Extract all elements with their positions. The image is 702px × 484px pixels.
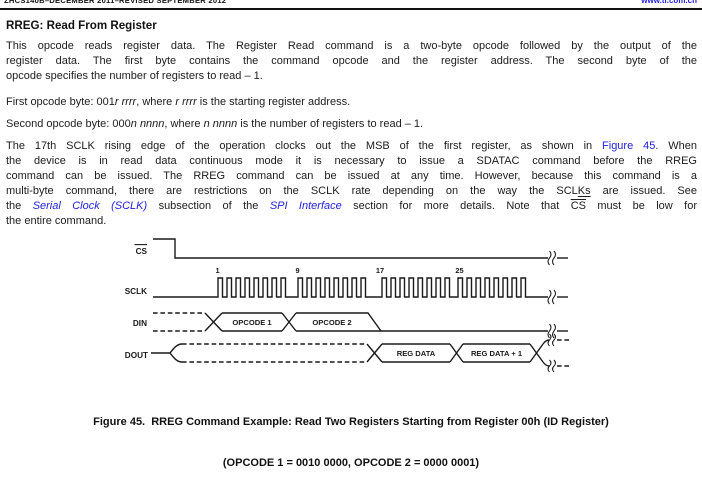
underlined-run: Ks xyxy=(577,185,591,197)
text-line: This opcode reads register data. The Reg… xyxy=(6,40,697,52)
italic-run: r rrrr xyxy=(175,96,197,108)
cs-signal-label: CS xyxy=(136,247,148,256)
text-line: The 17th SCLK rising edge of the operati… xyxy=(6,139,697,154)
text-run: First opcode byte: 001 xyxy=(6,96,115,108)
figure-caption-line1: Figure 45. RREG Command Example: Read Tw… xyxy=(93,416,609,428)
italic-run: n nnnn xyxy=(130,118,165,130)
break-symbol-din xyxy=(547,323,557,339)
text-run: must be low for xyxy=(585,200,697,212)
break-symbol-dout-top xyxy=(547,333,557,347)
clock-number-17: 17 xyxy=(376,266,384,275)
serial-clock-link[interactable]: Serial Clock (SCLK) xyxy=(32,200,148,212)
text-run: subsection of the xyxy=(147,200,270,212)
timing-diagram-svg: CS SCLK DIN DOUT 1 9 17 25 OPCODE 1 OPCO… xyxy=(125,238,570,373)
dout-regdata-text: REG DATA xyxy=(397,349,436,358)
cs-overline-run: CS xyxy=(570,200,586,212)
timing-diagram: CS SCLK DIN DOUT 1 9 17 25 OPCODE 1 OPCO… xyxy=(0,236,702,376)
text-line: opcode specifies the number of registers… xyxy=(6,70,263,82)
cs-waveform xyxy=(153,238,548,259)
din-highz-dashed xyxy=(153,312,205,332)
text-run: section for more details. Note that xyxy=(341,200,571,212)
text-run: The 17th SCLK rising edge of the operati… xyxy=(6,140,603,152)
sclk-waveform xyxy=(153,277,548,298)
break-symbol-dout-bottom xyxy=(547,359,557,373)
text-line: multi-byte command, there are restrictio… xyxy=(6,184,697,199)
italic-run: r rrrr xyxy=(114,96,137,108)
dout-transition-x1 xyxy=(366,343,383,363)
document-id: ZHCS140B–DECEMBER 2011–REVISED SEPTEMBER… xyxy=(4,0,227,5)
paragraph-sclk-details: The 17th SCLK rising edge of the operati… xyxy=(6,139,697,229)
din-transition-x1 xyxy=(204,312,223,332)
text-run: , where xyxy=(136,96,176,108)
text-run: are issued. See xyxy=(590,185,697,197)
dout-transition-x3 xyxy=(529,343,544,363)
dout-tail-dashed xyxy=(557,339,570,367)
italic-run: n nnnn xyxy=(203,118,238,130)
figure-caption: Figure 45. RREG Command Example: Read Tw… xyxy=(0,389,702,484)
dout-regdata-bus xyxy=(382,343,450,363)
text-line: the device is in read data continuous mo… xyxy=(6,155,697,167)
din-opcode2-text: OPCODE 2 xyxy=(312,318,351,327)
ti-site-link[interactable]: www.ti.com.cn xyxy=(641,0,697,5)
text-line: command can be issued. The RREG command … xyxy=(6,170,697,182)
clock-number-25: 25 xyxy=(455,266,463,275)
clock-number-9: 9 xyxy=(295,266,299,275)
sclk-signal-label: SCLK xyxy=(125,287,147,296)
paragraph-first-opcode: First opcode byte: 001r rrrr, where r rr… xyxy=(6,95,697,110)
header-rule xyxy=(0,8,702,11)
text-run: multi-byte command, there are restrictio… xyxy=(6,185,578,197)
text-run: is the number of registers to read – 1. xyxy=(237,118,424,130)
spi-interface-link[interactable]: SPI Interface xyxy=(269,200,342,212)
din-opcode1-bus xyxy=(222,312,282,332)
din-opcode1-text: OPCODE 1 xyxy=(232,318,272,327)
figure-45-link[interactable]: Figure 45 xyxy=(602,140,656,152)
dout-transition-x2 xyxy=(449,343,464,363)
dout-highz-dashed xyxy=(182,343,367,363)
paragraph-second-opcode: Second opcode byte: 000n nnnn, where n n… xyxy=(6,117,697,132)
dout-regdata1-text: REG DATA + 1 xyxy=(471,349,523,358)
text-line: the entire command. xyxy=(6,215,107,227)
section-title: RREG: Read From Register xyxy=(6,19,157,32)
text-run: , where xyxy=(164,118,204,130)
figure-caption-line2: (OPCODE 1 = 0010 0000, OPCODE 2 = 0000 0… xyxy=(222,456,480,469)
clock-number-1: 1 xyxy=(215,266,219,275)
text-line: register data. The first byte contains t… xyxy=(6,55,697,67)
dout-signal-label: DOUT xyxy=(125,351,148,360)
text-run: the xyxy=(6,200,33,212)
text-run: Second opcode byte: 000 xyxy=(6,118,131,130)
text-run: . When xyxy=(655,140,697,152)
dout-open-curves xyxy=(169,343,183,363)
din-opcode2-bus-top xyxy=(296,312,382,332)
din-signal-label: DIN xyxy=(133,319,147,328)
break-symbol-sclk xyxy=(547,289,557,305)
page-header: ZHCS140B–DECEMBER 2011–REVISED SEPTEMBER… xyxy=(0,0,702,7)
text-line: the Serial Clock (SCLK) subsection of th… xyxy=(6,199,697,214)
dout-regdata1-bus xyxy=(463,343,530,363)
dout-close-flares xyxy=(542,339,550,367)
text-run: is the starting register address. xyxy=(196,96,351,108)
break-symbol-cs xyxy=(547,250,557,266)
din-transition-x2 xyxy=(281,312,297,332)
paragraph-intro: This opcode reads register data. The Reg… xyxy=(6,39,697,84)
